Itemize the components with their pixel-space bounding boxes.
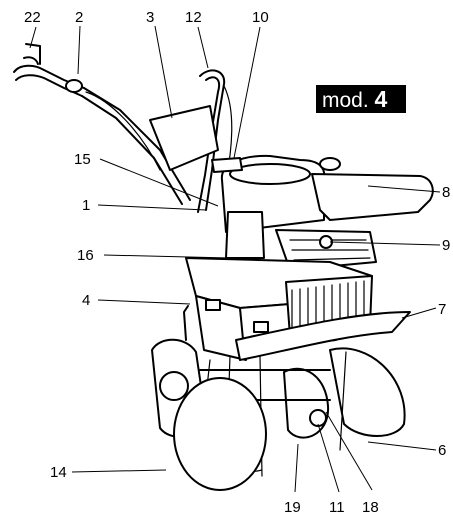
callout-15: 15 — [74, 151, 91, 168]
callout-8: 8 — [442, 184, 450, 201]
depth-bar — [183, 305, 189, 341]
callout-1: 1 — [82, 197, 90, 214]
callout-16: 16 — [77, 247, 94, 264]
tiller-illustration — [13, 43, 434, 491]
model-badge-number: 4 — [374, 86, 388, 112]
callout-10: 10 — [252, 9, 269, 26]
handle-panel — [149, 105, 219, 171]
callout-4: 4 — [82, 292, 90, 309]
callout-3: 3 — [146, 9, 154, 26]
callout-2: 2 — [75, 9, 83, 26]
model-badge: mod. 4 — [316, 85, 406, 113]
callout-labels: 22 2 3 12 10 15 1 8 16 9 4 7 6 14 19 11 … — [24, 9, 450, 516]
callout-12: 12 — [185, 9, 202, 26]
callout-18: 18 — [362, 499, 379, 516]
rear-fender — [235, 311, 411, 361]
callout-22: 22 — [24, 9, 41, 26]
leader-lines — [29, 25, 441, 493]
callout-14: 14 — [50, 464, 67, 481]
callout-7: 7 — [438, 301, 446, 318]
engine — [211, 154, 434, 271]
tines — [151, 338, 406, 477]
callout-11: 11 — [329, 499, 345, 516]
side-protection-disc — [173, 377, 267, 491]
callout-19: 19 — [284, 499, 301, 516]
model-badge-prefix: mod. — [322, 89, 369, 112]
callout-6: 6 — [438, 442, 446, 459]
callout-9: 9 — [442, 237, 450, 254]
